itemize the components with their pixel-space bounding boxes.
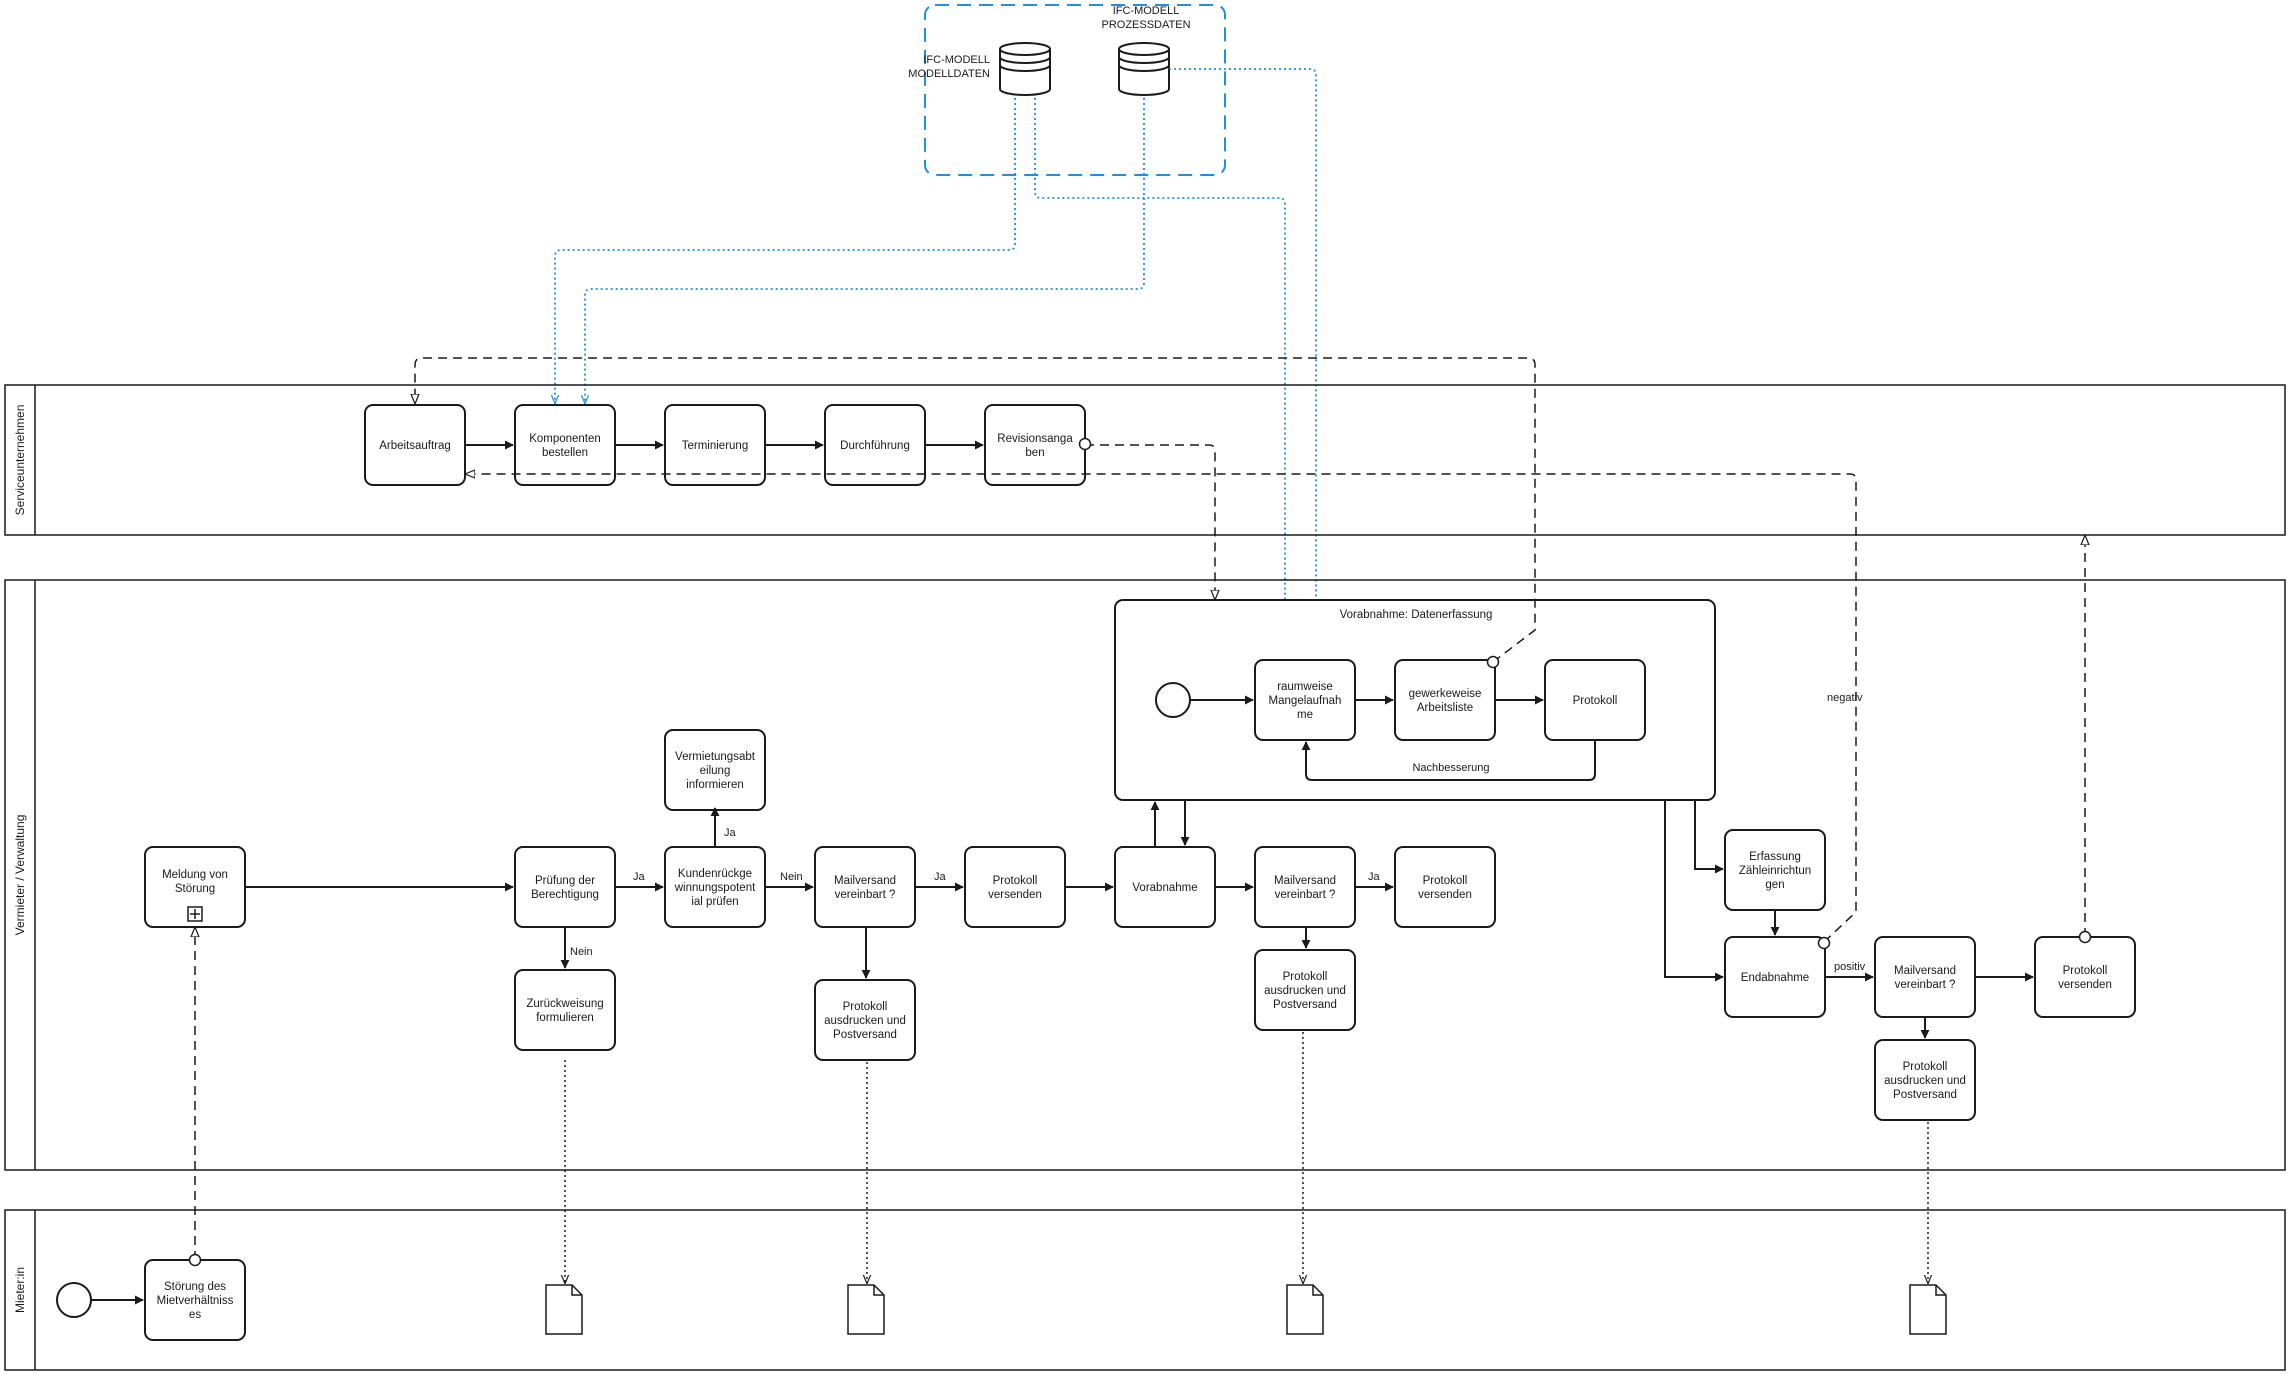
task-protokoll[interactable]: Protokoll bbox=[1544, 659, 1646, 741]
task-terminierung[interactable]: Terminierung bbox=[664, 404, 766, 486]
flow-label-ja: Ja bbox=[724, 827, 737, 839]
data-assoc-prozess-raumweise bbox=[1169, 68, 1316, 660]
flow-label-nachbesserung: Nachbesserung bbox=[1412, 762, 1489, 774]
task-endabnahme[interactable]: Endabnahme bbox=[1724, 936, 1826, 1018]
pool-vermieter: Vermieter / Verwaltung bbox=[4, 579, 2286, 1171]
document-icon[interactable] bbox=[1909, 1284, 1947, 1335]
task-vorabnahme[interactable]: Vorabnahme bbox=[1114, 846, 1216, 928]
document-associations bbox=[565, 1032, 1928, 1283]
start-event-subprocess[interactable] bbox=[1155, 682, 1191, 718]
pool-vermieter-label: Vermieter / Verwaltung bbox=[13, 815, 27, 936]
task-protokoll-label: Protokoll bbox=[1573, 695, 1618, 707]
flow-label-nein: Nein bbox=[780, 871, 803, 883]
sequence-flows bbox=[91, 440, 2034, 1305]
task-vorabnahme-label: Vorabnahme bbox=[1132, 882, 1197, 894]
flow-label-nein: Nein bbox=[570, 946, 593, 958]
pool-service-label: Serviceunternehmen bbox=[13, 405, 27, 516]
datastore-modell[interactable] bbox=[999, 42, 1051, 96]
subprocess-marker-icon bbox=[187, 906, 203, 922]
start-event-mieter[interactable] bbox=[56, 1282, 92, 1318]
task-durchfuehrung[interactable]: Durchführung bbox=[824, 404, 926, 486]
flow-label-negativ: negativ bbox=[1827, 692, 1863, 704]
flow-label-positiv: positiv bbox=[1834, 961, 1866, 973]
document-icon[interactable] bbox=[847, 1284, 885, 1335]
subprocess-title: Vorabnahme: Datenerfassung bbox=[1340, 609, 1493, 621]
document-icon[interactable] bbox=[545, 1284, 583, 1335]
task-endabnahme-label: Endabnahme bbox=[1741, 972, 1809, 984]
flow-label-ja: Ja bbox=[633, 871, 646, 883]
data-assoc-modell-raumweise bbox=[1034, 98, 1285, 660]
document-icon[interactable] bbox=[1286, 1284, 1324, 1335]
datastore-group bbox=[924, 4, 1226, 176]
message-flows bbox=[188, 357, 2092, 1267]
task-arbeitsauftrag[interactable]: Arbeitsauftrag bbox=[364, 404, 466, 486]
task-terminierung-label: Terminierung bbox=[682, 440, 748, 452]
task-arbeitsauftrag-label: Arbeitsauftrag bbox=[379, 440, 451, 452]
flow-label-ja: Ja bbox=[934, 871, 947, 883]
datastore-prozess[interactable] bbox=[1118, 42, 1170, 96]
pool-mieter-label: Mieter:in bbox=[13, 1267, 27, 1313]
task-durchfuehrung-label: Durchführung bbox=[840, 440, 910, 452]
flow-label-ja: Ja bbox=[1368, 871, 1381, 883]
pool-mieter: Mieter:in bbox=[4, 1209, 2286, 1371]
pool-service: Serviceunternehmen bbox=[4, 384, 2286, 536]
data-assoc-modell-komponenten bbox=[555, 98, 1016, 403]
